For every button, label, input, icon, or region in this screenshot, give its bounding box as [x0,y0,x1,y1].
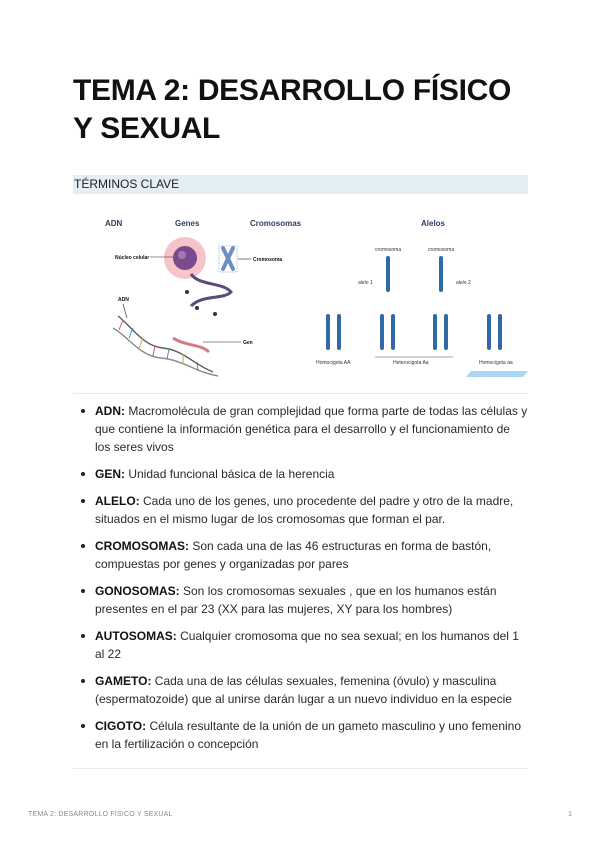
figure-header-genes: Genes [175,219,200,228]
chromosome-icon [218,245,238,273]
term-definition: Macromolécula de gran complejidad que fo… [95,404,528,454]
divider [73,768,528,769]
term-definition: Cada uno de los genes, uno procedente de… [95,494,514,526]
highlight-strip [466,371,528,377]
homocigota-aa-label: Homocigota AA [316,360,351,366]
adn-label: ADN [118,297,129,303]
cromosoma-small-label-2: cromosoma [428,247,454,253]
term-definition: Cada una de las células sexuales, femeni… [95,674,512,706]
term-name: GONOSOMAS: [95,584,180,598]
terms-list: ADN: Macromolécula de gran complejidad q… [73,402,528,762]
figure-header-adn: ADN [105,219,123,228]
page-title: TEMA 2: DESARROLLO FÍSICO Y SEXUAL [73,74,512,145]
dna-helix-icon [112,315,219,377]
cromosoma-label: Cromosoma [253,257,282,263]
list-item: GEN: Unidad funcional básica de la heren… [73,465,528,483]
figure-header-alelos: Alelos [421,219,446,228]
heterocigota-label: Heterocigota Aa [393,360,429,366]
bullet-icon [81,472,85,476]
gen-label: Gen [243,340,253,346]
figure-header-cromosomas: Cromosomas [250,219,302,228]
term-definition: Son cada una de las 46 estructuras en fo… [95,539,492,571]
bullet-icon [81,589,85,593]
term-definition: Célula resultante de la unión de un game… [95,719,522,751]
list-item: CIGOTO: Célula resultante de la unión de… [73,717,528,753]
chromosome-bar [386,256,390,292]
page-number: 1 [568,811,572,818]
list-item: AUTOSOMAS: Cualquier cromosoma que no se… [73,627,528,663]
nucleo-label: Núcleo celular [115,255,149,261]
alelo1-label: alelo 1 [358,280,373,286]
term-name: ALELO: [95,494,140,508]
genetics-figure: ADN Genes Cromosomas Alelos Núcleo celul… [73,196,528,394]
term-name: CIGOTO: [95,719,147,733]
list-item: GAMETO: Cada una de las células sexuales… [73,672,528,708]
bullet-icon [81,724,85,728]
term-name: GEN: [95,467,125,481]
term-name: AUTOSOMAS: [95,629,177,643]
list-item: GONOSOMAS: Son los cromosomas sexuales ,… [73,582,528,618]
term-name: CROMOSOMAS: [95,539,189,553]
term-definition: Cualquier cromosoma que no sea sexual; e… [95,629,519,661]
alelo2-label: alelo 2 [456,280,471,286]
genetics-illustration: ADN Genes Cromosomas Alelos Núcleo celul… [105,219,528,377]
bullet-icon [81,679,85,683]
term-definition: Unidad funcional básica de la herencia [125,467,335,481]
term-name: ADN: [95,404,125,418]
section-header: TÉRMINOS CLAVE [73,175,528,194]
list-item: ADN: Macromolécula de gran complejidad q… [73,402,528,456]
bullet-icon [81,409,85,413]
term-definition: Son los cromosomas sexuales , que en los… [95,584,497,616]
chromosome-bar [439,256,443,292]
footer-title: TEMA 2: DESARROLLO FÍSICO Y SEXUAL [28,811,173,818]
bullet-icon [81,544,85,548]
cromosoma-small-label-1: cromosoma [375,247,401,253]
list-item: CROMOSOMAS: Son cada una de las 46 estru… [73,537,528,573]
nucleus-icon [173,246,197,270]
term-name: GAMETO: [95,674,152,688]
bullet-icon [81,634,85,638]
homocigota-small-aa-label: Homocigota aa [479,360,513,366]
list-item: ALELO: Cada uno de los genes, uno proced… [73,492,528,528]
bullet-icon [81,499,85,503]
